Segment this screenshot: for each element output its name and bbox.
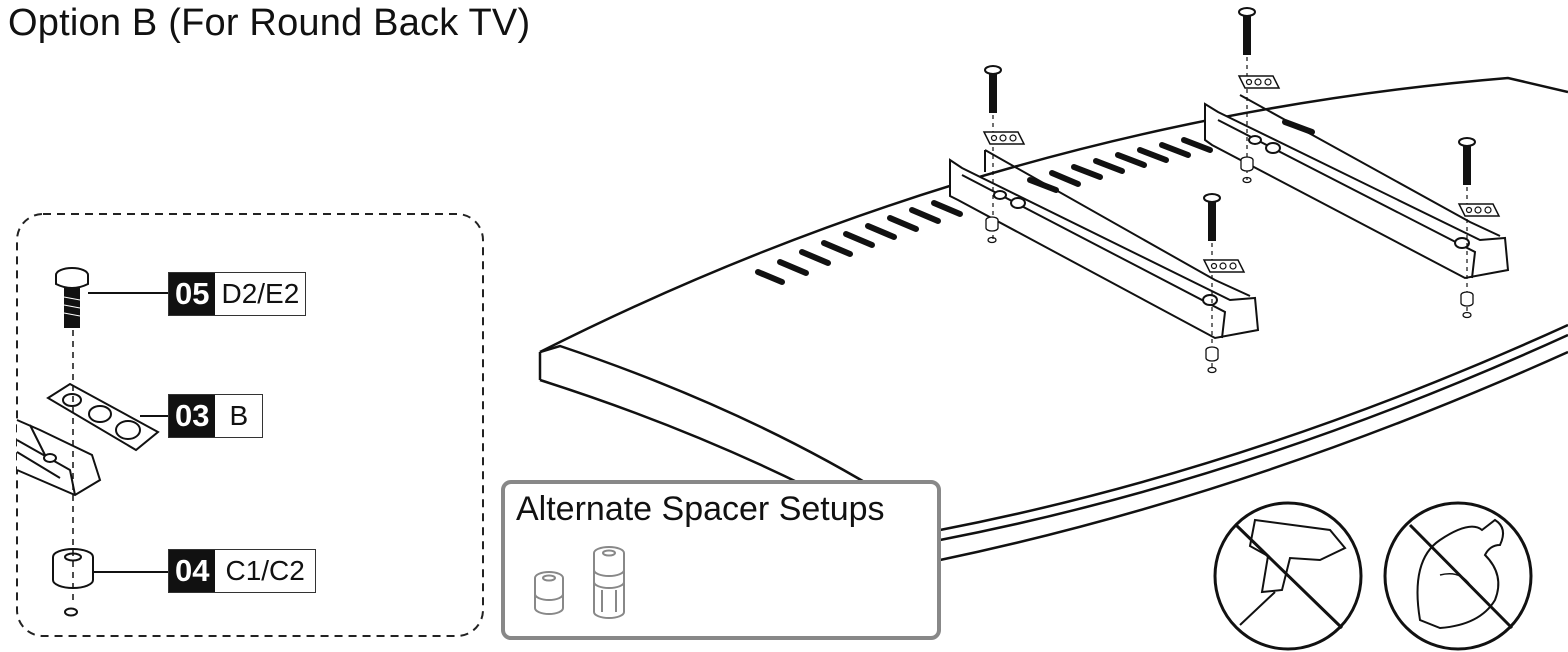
alt-spacer-tall — [593, 546, 625, 619]
hardware-stack-1 — [983, 65, 1025, 244]
left-bracket — [949, 149, 1260, 340]
callout-part-05: 05 D2/E2 — [168, 272, 307, 316]
detail-screw — [55, 267, 89, 328]
detail-washer-plate — [46, 382, 160, 452]
detail-spacer — [52, 548, 94, 617]
right-bracket — [1204, 94, 1510, 280]
hardware-stack-4 — [1458, 137, 1500, 319]
part-number: 04 — [169, 550, 216, 592]
part-code: D2/E2 — [221, 278, 300, 309]
hardware-stack-3 — [1203, 193, 1245, 374]
callout-part-04: 04 C1/C2 — [168, 549, 316, 593]
callout-part-03: 03 B — [168, 394, 264, 438]
part-code: C1/C2 — [225, 555, 305, 586]
no-power-drill-icon — [1213, 501, 1363, 651]
page-title: Option B (For Round Back TV) — [8, 2, 531, 44]
part-number: 03 — [169, 395, 216, 437]
tv-back — [538, 76, 1568, 562]
part-number: 05 — [169, 273, 216, 315]
vent-slots — [755, 119, 1315, 285]
alt-spacer-short — [534, 571, 564, 615]
detail-bracket — [16, 419, 102, 497]
alternate-spacer-title: Alternate Spacer Setups — [516, 490, 885, 528]
no-excessive-force-icon — [1383, 501, 1533, 651]
part-code: B — [229, 400, 249, 431]
